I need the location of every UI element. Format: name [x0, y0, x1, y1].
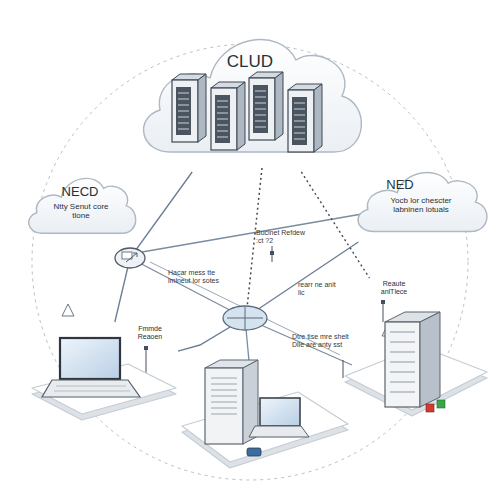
status-box — [437, 400, 445, 408]
node-heading: Fmmde Reaoen — [126, 325, 174, 341]
platform-top — [182, 392, 348, 462]
network-wire — [150, 262, 340, 355]
cloud-shape — [358, 172, 487, 231]
laptop-base — [42, 380, 140, 397]
switch-hub — [223, 306, 267, 330]
router-hub — [115, 248, 145, 268]
node-heading: CLUD — [220, 52, 280, 72]
network-link — [178, 242, 358, 351]
leader-pin — [343, 360, 344, 378]
node-heading: NED — [375, 178, 425, 193]
small-device — [247, 448, 261, 456]
router-icon — [126, 253, 137, 262]
callout-label: Bucinet Refdew :ct ?2 — [256, 229, 306, 246]
cloud-node: NED Yocb lor chescter labninen lotuals — [350, 158, 492, 242]
status-box — [426, 404, 434, 412]
server-tower — [205, 368, 243, 444]
building-top — [385, 312, 440, 322]
server-side — [243, 360, 258, 444]
cloud-shape — [144, 40, 362, 152]
router-icon — [122, 252, 132, 259]
triangle-symbol — [62, 304, 74, 316]
network-wire — [142, 214, 362, 252]
building-floors — [390, 332, 415, 392]
laptop-screen — [60, 338, 120, 379]
pin-head — [381, 300, 385, 304]
platform-side — [182, 398, 348, 468]
node-heading: Reaute anlTlece — [370, 280, 418, 296]
building-side — [420, 312, 440, 407]
server-rack — [211, 82, 245, 150]
network-wire — [245, 318, 250, 372]
network-wire — [245, 318, 352, 365]
node-body: Ntty Senut core tlone — [44, 202, 118, 220]
triangle-symbol — [382, 328, 390, 336]
laptop-keyboard — [249, 426, 309, 437]
node-outline — [340, 278, 490, 420]
leader-pin — [272, 246, 273, 262]
callout-label: Hacar mess tte lmlneut lor sotes — [168, 269, 232, 286]
switch-icon — [227, 307, 263, 329]
laptop-screen — [260, 398, 300, 426]
server-top — [205, 360, 258, 368]
callout-label: Dtre tise mre shelt Dlle are anty sst — [292, 333, 352, 350]
device-node: Fmmde Reaoen — [28, 322, 178, 422]
node-heading: NECD — [50, 185, 110, 200]
pin-head — [270, 251, 274, 255]
laptop-keys — [54, 386, 130, 391]
device-node: Reaute anlTlece — [340, 278, 490, 420]
server-rack — [249, 72, 283, 140]
server-rack — [172, 74, 206, 142]
callout-label: rearr ne anit lic — [298, 281, 344, 298]
cloud-shape — [29, 178, 136, 233]
server-rack — [288, 84, 322, 152]
node-body: Yocb lor chescter labninen lotuals — [376, 196, 466, 214]
server-grill — [211, 378, 237, 414]
pin-head — [144, 346, 148, 350]
platform-top — [345, 346, 487, 410]
node-outline — [130, 12, 370, 172]
network-wire — [130, 258, 245, 318]
cloud-node: NECD Ntty Senut core tlone — [22, 165, 140, 243]
cloud-node: CLUD — [130, 12, 370, 172]
platform-top — [32, 364, 176, 414]
building-front — [385, 322, 420, 407]
leader-pin — [383, 300, 384, 322]
